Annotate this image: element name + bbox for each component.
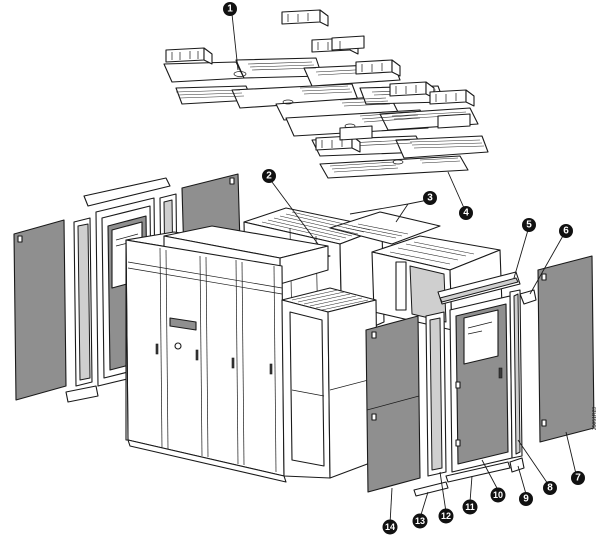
logo-plate bbox=[169, 317, 197, 331]
right-door-window bbox=[463, 309, 499, 365]
svg-text:8: 8 bbox=[547, 483, 553, 494]
callout-10: 10 bbox=[490, 487, 506, 503]
right-kickplate bbox=[445, 461, 511, 483]
callout-7: 7 bbox=[571, 471, 585, 485]
callout-3: 3 bbox=[423, 191, 437, 205]
callout-2: 2 bbox=[262, 169, 276, 183]
callout-9: 9 bbox=[519, 492, 533, 506]
svg-text:2: 2 bbox=[266, 171, 272, 182]
corner-bracket bbox=[519, 289, 537, 305]
callout-13: 13 bbox=[412, 513, 428, 529]
svg-text:10: 10 bbox=[493, 490, 503, 500]
right-rack-grille bbox=[291, 289, 369, 311]
callout-8: 8 bbox=[543, 481, 557, 495]
callout-5: 5 bbox=[522, 218, 536, 232]
callout-1: 1 bbox=[223, 2, 237, 16]
svg-text:11: 11 bbox=[465, 502, 475, 512]
left-kickplate bbox=[65, 385, 99, 403]
roof-vents bbox=[175, 61, 485, 173]
left-side-panel bbox=[13, 219, 67, 401]
callout-4: 4 bbox=[459, 206, 473, 220]
roof-panel bbox=[163, 61, 245, 83]
left-top-bar bbox=[83, 177, 171, 207]
svg-text:3: 3 bbox=[427, 193, 433, 204]
svg-text:14: 14 bbox=[385, 522, 395, 532]
svg-text:1: 1 bbox=[227, 4, 233, 15]
callout-12: 12 bbox=[438, 508, 454, 524]
svg-text:6: 6 bbox=[563, 226, 569, 237]
svg-text:7: 7 bbox=[575, 473, 581, 484]
roof-panels bbox=[163, 9, 489, 179]
roof-panel bbox=[319, 155, 469, 179]
callout-14: 14 bbox=[382, 519, 398, 535]
main-front-face bbox=[125, 239, 285, 477]
svg-text:13: 13 bbox=[415, 516, 425, 526]
callout-6: 6 bbox=[559, 224, 573, 238]
svg-text:9: 9 bbox=[523, 494, 529, 505]
right-exploded-panels: 25051R23 bbox=[365, 255, 598, 497]
svg-text:12: 12 bbox=[441, 511, 451, 521]
main-enclosure bbox=[125, 225, 379, 483]
roof-brackets bbox=[165, 9, 475, 153]
callout-11: 11 bbox=[462, 499, 478, 515]
corner-foot bbox=[509, 457, 525, 473]
right-side-panel bbox=[365, 315, 421, 493]
svg-text:4: 4 bbox=[463, 208, 469, 219]
svg-text:5: 5 bbox=[526, 220, 532, 231]
left-bottom-kick bbox=[413, 481, 449, 497]
document-id: 25051R23 bbox=[592, 407, 598, 430]
far-right-side-panel bbox=[537, 255, 595, 443]
